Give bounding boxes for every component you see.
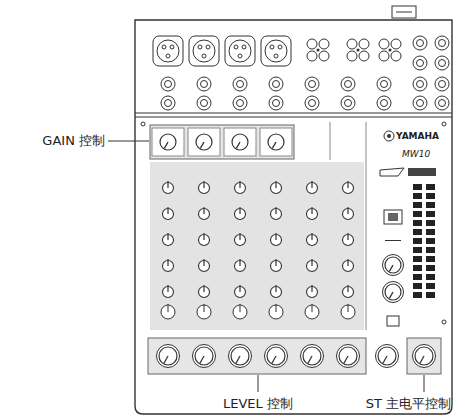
knob <box>301 345 324 368</box>
knob <box>383 282 404 303</box>
knob <box>160 134 176 150</box>
callout-label: LEVEL 控制 <box>223 396 293 412</box>
knob <box>265 345 288 368</box>
knob <box>232 134 248 150</box>
knob <box>268 134 284 150</box>
knob <box>196 134 212 150</box>
knob <box>376 345 399 368</box>
mixer-body <box>135 6 452 414</box>
callout-label: ST 主电平控制 <box>366 396 451 412</box>
knob <box>193 345 216 368</box>
leader-lines <box>108 141 424 392</box>
level-meter <box>413 184 435 298</box>
model-name: MW10 <box>402 149 430 160</box>
knob <box>157 345 180 368</box>
knob <box>337 345 360 368</box>
knob <box>383 255 404 276</box>
callout-label: GAIN 控制 <box>42 133 105 149</box>
knob <box>229 345 252 368</box>
knob <box>413 345 436 368</box>
brand-logo: YAMAHA <box>396 131 439 142</box>
